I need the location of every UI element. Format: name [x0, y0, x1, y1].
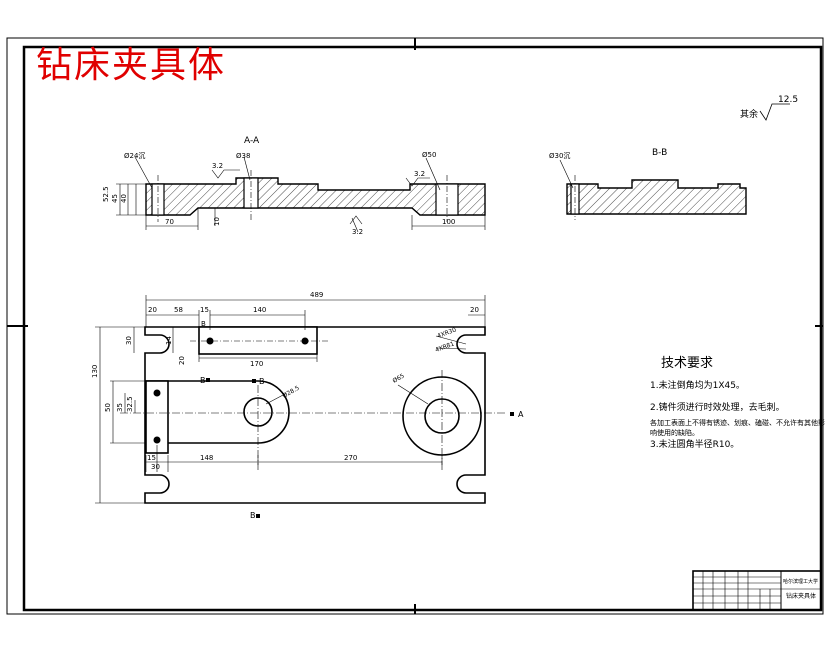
roughness-text: 其余 — [740, 108, 758, 120]
title-block — [692, 570, 822, 611]
section-bb-body — [566, 179, 747, 215]
section-bb-view: B-B Ø30沉 — [549, 148, 747, 220]
tech-item-2: 2.铸件须进行时效处理，去毛刺。 — [650, 403, 785, 413]
title-block-school: 哈尔滨理工大学 — [783, 578, 818, 585]
tech-item-4: 3.未注圆角半径R10。 — [650, 440, 740, 450]
plan-dim-30b: 30 — [151, 463, 160, 471]
plan-dim-35: 35 — [116, 403, 124, 412]
aa-dim-depth: 52.5 — [102, 186, 110, 202]
plan-dim-20: 20 — [178, 356, 186, 365]
plan-mark-b-left: B — [200, 376, 206, 385]
plan-dim-130: 130 — [91, 365, 99, 378]
aa-dim-100: 100 — [442, 218, 455, 226]
plan-dim-15: 15 — [200, 306, 209, 314]
aa-dim-10: 10 — [213, 217, 221, 226]
plan-dim-20a: 20 — [148, 306, 157, 314]
aa-rough-2: 3.2 — [414, 170, 425, 178]
tech-item-3: 各加工表面上不得有锈迹、划痕、磕碰、不允许有其他影响使用的缺陷。 — [650, 419, 825, 437]
plan-dim-50: 50 — [104, 403, 112, 412]
plan-mark-b-bottom: B — [250, 511, 256, 520]
section-aa-view: A-A 52.5 45 40 — [102, 136, 486, 236]
plan-mark-b-mid: B — [259, 377, 265, 386]
plan-top-slot — [198, 326, 318, 355]
plan-dim-15b: 15 — [147, 454, 156, 462]
aa-dim-40: 40 — [120, 194, 128, 203]
plan-mark-a-right: A — [518, 410, 524, 419]
outer-border — [6, 37, 824, 615]
aa-dim-70: 70 — [165, 218, 174, 226]
section-aa-body — [145, 177, 486, 216]
roughness-value: 12.5 — [778, 95, 798, 105]
section-bb-label: B-B — [652, 148, 667, 158]
plan-dim-148: 148 — [200, 454, 213, 462]
aa-dim-d38: Ø38 — [236, 152, 250, 160]
plan-arm — [145, 380, 290, 444]
centering-marks — [7, 38, 823, 614]
plan-view: 489 20 58 15 140 20 170 30 130 14 20 50 … — [91, 291, 524, 520]
inner-border — [22, 45, 823, 612]
aa-rough-1: 3.2 — [212, 162, 223, 170]
drawing-title: 钻床夹具体 — [36, 45, 227, 86]
plan-mark-b-top: B — [201, 320, 206, 328]
aa-rough-3: 3.2 — [352, 228, 363, 236]
aa-dim-d50: Ø50 — [422, 151, 436, 159]
aa-diag: Ø24沉 — [124, 152, 145, 160]
plan-dim-170: 170 — [250, 360, 263, 368]
plan-dim-270: 270 — [344, 454, 357, 462]
plan-dim-325: 32.5 — [126, 396, 134, 412]
roughness-note: 12.5 其余 — [740, 95, 798, 121]
plan-dim-58: 58 — [174, 306, 183, 314]
section-aa-label: A-A — [244, 136, 260, 146]
plan-dim-140: 140 — [253, 306, 266, 314]
tech-item-1: 1.未注倒角均为1X45。 — [650, 381, 745, 391]
plan-dim-14: 14 — [165, 336, 173, 345]
tech-heading: 技术要求 — [661, 356, 714, 371]
title-block-name: 钻床夹具体 — [786, 592, 816, 600]
aa-dim-45: 45 — [111, 194, 119, 203]
plan-dim-20b: 20 — [470, 306, 479, 314]
plan-dim-total: 489 — [310, 291, 323, 299]
plan-dim-30: 30 — [125, 336, 133, 345]
bb-diag: Ø30沉 — [549, 152, 570, 160]
